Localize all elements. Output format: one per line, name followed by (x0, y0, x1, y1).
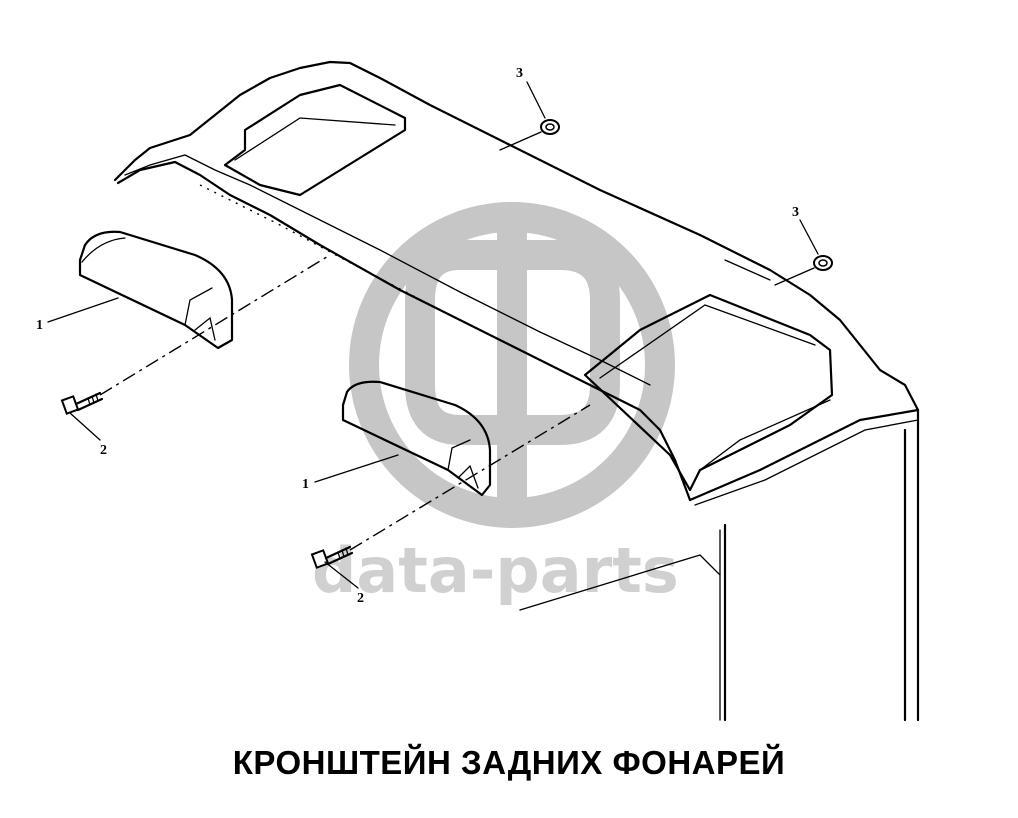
bolt-upper (60, 391, 104, 415)
centerline-lower (349, 404, 591, 551)
watermark-glyph (405, 205, 620, 525)
diagram-title: КРОНШТЕЙН ЗАДНИХ ФОНАРЕЙ (232, 744, 786, 781)
bracket-lower (341, 380, 492, 497)
cab-roof (113, 60, 920, 722)
watermark-circle (349, 202, 675, 528)
callout-bracket-lower: 1 (302, 477, 309, 492)
watermark-text: data-parts (312, 534, 679, 607)
bolt-lower (310, 545, 354, 569)
callout-washer-left: 3 (516, 66, 523, 81)
callout-bolt-upper: 2 (100, 443, 107, 458)
callout-bracket-upper: 1 (36, 318, 43, 333)
watermark (349, 202, 675, 528)
centerline-upper (99, 254, 331, 396)
bracket-upper (78, 230, 234, 350)
washer-left (499, 119, 560, 151)
washer-right (774, 255, 833, 286)
callout-leaders (47, 81, 819, 589)
callout-washer-right: 3 (792, 205, 799, 220)
callout-bolt-lower: 2 (357, 591, 364, 606)
